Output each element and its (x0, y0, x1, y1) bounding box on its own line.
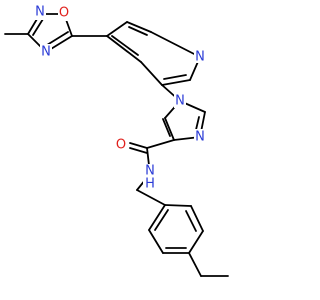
bond (106, 21, 128, 37)
bond (136, 189, 166, 206)
bond (32, 18, 44, 36)
bond (150, 31, 201, 58)
bond (161, 79, 191, 86)
bond (146, 139, 175, 149)
bond (164, 204, 192, 207)
bond (188, 230, 204, 254)
bond (129, 147, 148, 154)
atom-label: N (41, 45, 51, 60)
structure-canvas: N O N N N N O N H (4, 5, 229, 277)
atom-label: N (35, 5, 45, 20)
atom-im-N1: N (174, 93, 186, 109)
atom-amide-O: O (115, 138, 128, 153)
atom-label: N (195, 130, 205, 145)
bond (162, 118, 171, 137)
bond (111, 35, 139, 56)
atom-label: O (116, 138, 126, 153)
bond (154, 209, 169, 231)
atom-label: N (195, 50, 205, 65)
bond (185, 210, 197, 232)
bond (164, 117, 175, 141)
bond (129, 142, 148, 149)
atom-amide-N: N H (143, 164, 156, 192)
bond (140, 61, 163, 86)
atom-ox-N4: N (40, 44, 52, 60)
bond (106, 35, 142, 63)
bond (148, 204, 166, 231)
bond (126, 21, 152, 33)
bond (46, 31, 69, 46)
molecule-structure: N O N N N N O N H (4, 5, 229, 277)
atom-label: N (145, 164, 155, 179)
atom-im-N3: N (194, 129, 206, 145)
bond (190, 205, 204, 232)
bond (128, 26, 148, 36)
atom-py-N: N (194, 48, 206, 65)
atom-label: N (175, 94, 185, 109)
bond (148, 229, 164, 254)
atom-ox-O1: O (58, 6, 71, 21)
atom-ox-N2: N (34, 5, 46, 20)
atom-label: H (145, 177, 155, 192)
bond (163, 74, 187, 80)
atom-label: O (59, 6, 69, 21)
bond (188, 252, 202, 277)
